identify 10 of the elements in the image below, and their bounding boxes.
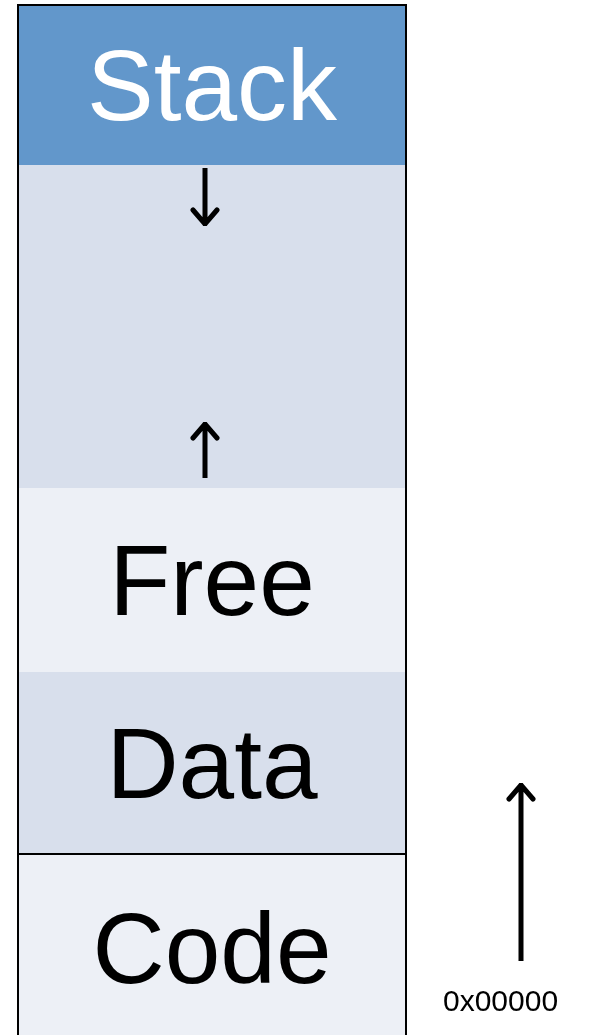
segment-label: Data [106, 712, 318, 813]
segment-label: Code [92, 897, 332, 998]
segment-label: Free [109, 530, 315, 630]
address-label: 0x00000 [443, 984, 559, 1018]
memory-segment [18, 488, 406, 672]
free-space-region [18, 165, 406, 488]
segment-label: Stack [86, 35, 338, 135]
memory-segment [18, 855, 406, 1035]
memory-segment [18, 672, 406, 855]
stack-segment [18, 5, 406, 165]
